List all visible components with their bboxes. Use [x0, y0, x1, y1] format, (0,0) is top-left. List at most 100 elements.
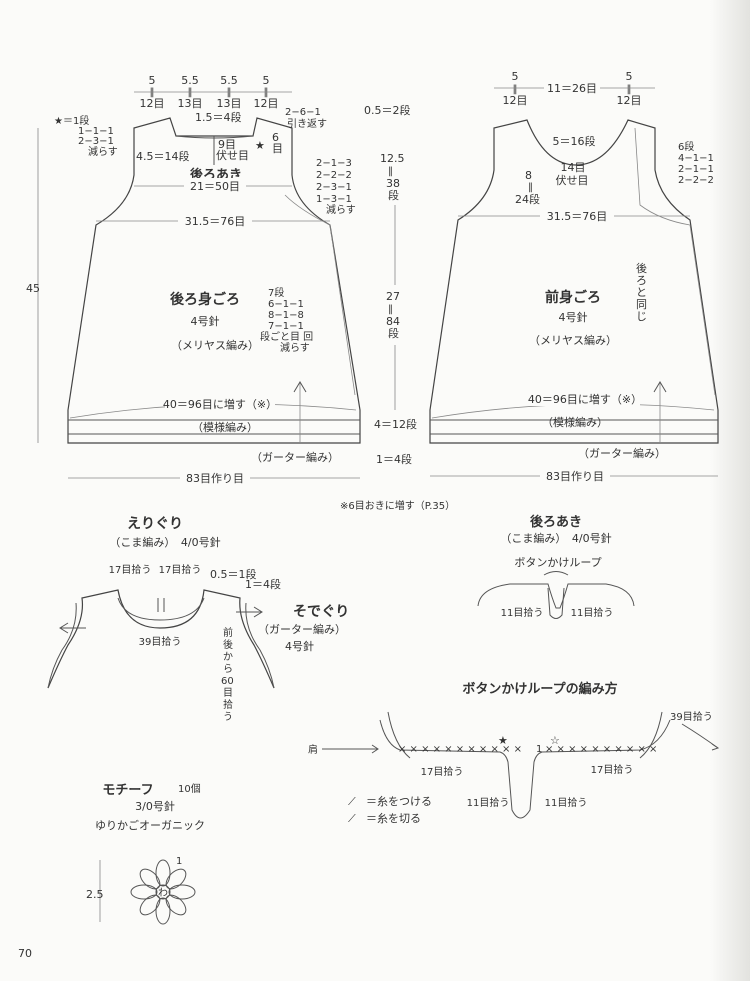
diagram-label: 60 [221, 676, 234, 687]
diagram-label: 24段 [515, 192, 540, 206]
diagram-label: そでぐり [293, 604, 349, 620]
diagram-label: 39目拾う [139, 635, 182, 648]
diagram-label: 減らす [88, 145, 118, 158]
diagram-label: 6段 [678, 140, 694, 153]
diagram-label: と [636, 286, 647, 299]
diagram-label: 前 [223, 626, 233, 639]
diagram-label: 38 [386, 177, 400, 190]
diagram-label: 40＝96目に増す（※） [163, 398, 277, 411]
motif-diagram: モチーフ 10個 3/0号針 ゆりかごオーガニック 2.5 わ 1 [86, 782, 205, 925]
diagram-label: （ガーター編み） [578, 446, 666, 460]
diagram-label: 7−1−1 [268, 321, 304, 332]
diagram-label: 40＝96目に増す（※） [528, 393, 642, 406]
diagram-label: 減らす [280, 341, 310, 354]
diagram-label: 5 [626, 70, 633, 83]
diagram-label: 17目拾う [109, 563, 152, 576]
diagram-label: 5 [512, 70, 519, 83]
back-shoulder-dims: 5 5.5 5.5 5 ‖ ‖ ‖ ‖ 12目 13目 13目 12目 [134, 74, 292, 110]
diagram-label: ‖ [150, 87, 155, 98]
loop-method-diagram: ボタンかけループの編み方 39目拾う 肩 × × × × × × × × × ×… [308, 681, 720, 825]
diagram-label: 12.5 [380, 152, 405, 165]
diagram-label: （ガーター編み） [258, 622, 346, 636]
attach-yarn-star-icon: ★ [498, 734, 508, 747]
diagram-label: モチーフ [102, 783, 153, 798]
diagram-label: 後 [636, 261, 647, 275]
diagram-label: 0.5＝1段 [210, 567, 257, 581]
diagram-label: ‖ [188, 87, 193, 98]
diagram-label: （模様編み） [192, 420, 258, 434]
page-number: 70 [18, 947, 32, 960]
diagram-label: ‖ [227, 87, 232, 98]
diagram-label: 11目拾う [501, 606, 544, 619]
diagram-label: 13目 [217, 97, 242, 110]
back-body-diagram: 5 5.5 5.5 5 ‖ ‖ ‖ ‖ 12目 13目 13目 12目 1.5＝… [26, 74, 361, 485]
diagram-label: えりぐり [127, 516, 183, 532]
diagram-label: 後 [223, 638, 233, 651]
diagram-label: 引き返す [287, 118, 327, 130]
diagram-label: 後ろ身ごろ [170, 291, 240, 308]
diagram-label: 12目 [617, 94, 642, 107]
diagram-label: 後ろあき [530, 514, 582, 530]
diagram-label: ゆりかごオーガニック [95, 818, 205, 832]
diagram-label: 2−3−1 [78, 136, 114, 147]
diagram-label: 伏せ目 [216, 148, 249, 162]
diagram-label: 5 [149, 74, 156, 87]
diagram-label: じ [636, 310, 647, 323]
diagram-label: う [223, 711, 233, 723]
diagram-label: 4号針 [559, 310, 588, 324]
diagram-label: ボタンかけループ [514, 556, 601, 569]
page-edge-shadow [710, 0, 750, 981]
diagram-label: （メリヤス編み） [171, 338, 259, 352]
diagram-label: 1 [536, 744, 542, 755]
diagram-label: 段ごと目 回 [260, 330, 313, 343]
diagram-label: 10個 [178, 782, 201, 795]
diagram-label: 12目 [140, 97, 165, 110]
diagram-label: 4号針 [285, 639, 314, 653]
cut-yarn-icon: ⟋ [348, 812, 356, 825]
diagram-label: 1＝4段 [245, 577, 281, 591]
diagram-label: 段 [388, 188, 399, 202]
diagram-label: 拾 [223, 698, 233, 711]
diagram-label: 2−3−1 [316, 182, 352, 193]
diagram-label: ‖ [388, 166, 393, 177]
front-body-diagram: 5 11＝26目 5 ‖ ‖ 12目 12目 5＝16段 14目 伏せ目 8 ‖… [429, 70, 719, 483]
diagram-label: 27 [386, 290, 400, 303]
diagram-label: 段 [388, 326, 399, 340]
diagram-label: ろ [636, 274, 647, 287]
diagram-label: 45 [26, 282, 40, 295]
diagram-label: 21＝50目 [190, 180, 240, 193]
diagram-label: （こま編み） 4/0号針 [500, 531, 611, 545]
diagram-label: 11目拾う [545, 796, 588, 809]
diagram-label: 同 [636, 298, 647, 311]
diagram-label: 11目拾う [571, 606, 614, 619]
diagram-label: ‖ [627, 84, 632, 95]
diagram-label: 17目拾う [591, 763, 634, 776]
attach-yarn-icon: ⟋ [348, 795, 356, 808]
diagram-label: 前身ごろ [545, 289, 601, 306]
diagram-label: 31.5＝76目 [185, 215, 246, 228]
diagram-label: ★＝1段 [54, 114, 89, 127]
diagram-label: 11＝26目 [547, 82, 597, 95]
diagram-label: 7段 [268, 286, 284, 299]
diagram-label: ‖ [264, 87, 269, 98]
diagram-label: 肩 [308, 743, 318, 756]
diagram-label: 8 [525, 169, 532, 182]
diagram-label: 12目 [503, 94, 528, 107]
diagram-label: 2−2−2 [316, 170, 352, 181]
back-opening-diagram: 後ろあき （こま編み） 4/0号針 ボタンかけループ 11目拾う 11目拾う [477, 514, 635, 619]
diagram-label: 4＝12段 [374, 417, 417, 431]
diagram-label: 13目 [178, 97, 203, 110]
diagram-label: わ [158, 887, 168, 899]
diagram-label: 1−1−1 [78, 126, 114, 137]
svg-text:× × × × × × × × × × ×: × × × × × × × × × × × [398, 744, 522, 755]
vertical-dims: 0.5＝2段 12.5 ‖ 38 段 27 ‖ 84 段 4＝12段 1＝4段 [364, 103, 417, 466]
back-side-shaping [284, 194, 356, 396]
diagram-label: 1 [176, 856, 182, 867]
diagram-label: 2−1−3 [316, 158, 352, 169]
diagram-label: 目 [223, 688, 233, 699]
svg-text:× × × × × × × × × ×: × × × × × × × × × × [545, 744, 657, 755]
diagram-label: 6 [272, 131, 279, 144]
diagram-label: 2−6−1 [285, 107, 321, 118]
neckline-diagram: えりぐり （こま編み） 4/0号針 17目拾う 17目拾う 0.5＝1段 1＝4… [47, 516, 349, 723]
